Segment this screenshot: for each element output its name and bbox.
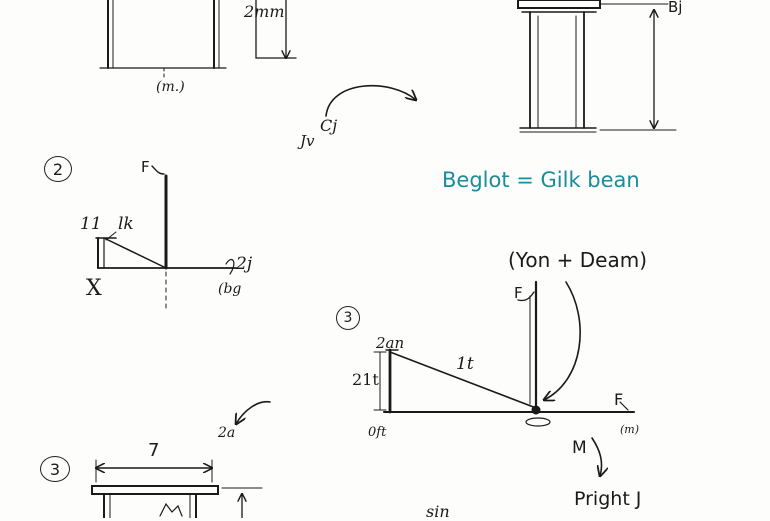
label-x: X	[86, 276, 102, 301]
label-m-paren: (m)	[620, 423, 640, 436]
pright-label: Pright J	[574, 488, 642, 510]
arrow-mid-label-2: Jv	[300, 132, 315, 150]
force-label-mid: F	[514, 284, 523, 302]
step-2-marker: 2	[44, 156, 72, 182]
step-3-marker-bottom: 3	[40, 456, 70, 482]
label-sin: sin	[426, 502, 450, 521]
label-11: 11	[80, 214, 102, 234]
moment-label: M	[572, 438, 587, 458]
top-base-label: (m.)	[156, 79, 185, 95]
top-right-column	[517, 0, 677, 133]
yon-deam-label: (Yon + Deam)	[508, 248, 647, 272]
diagram-3-mid	[373, 280, 635, 476]
step-3-number-bottom: 3	[49, 459, 61, 479]
bottom-left-column	[91, 459, 263, 518]
force-label-right: F	[614, 390, 624, 409]
label-2an: 2an	[376, 334, 405, 352]
right-top-label: Bj	[668, 0, 683, 16]
force-label-top-left: F	[141, 158, 150, 176]
arrow-mid-label: Cj	[320, 116, 338, 135]
label-0ft: 0ft	[368, 425, 387, 440]
teal-equation: Beglot = Gilk bean	[442, 168, 640, 192]
label-21t: 21t	[352, 370, 379, 389]
step-2-number: 2	[52, 159, 64, 179]
top-left-column	[99, 0, 227, 79]
label-lk: lk	[118, 214, 134, 234]
small-arrow-left	[236, 400, 271, 424]
step-3-marker-mid: 3	[336, 306, 360, 330]
top-dimension	[255, 0, 297, 58]
curved-arrow-top	[325, 84, 416, 117]
step-3-number-mid: 3	[343, 310, 353, 326]
label-2j: 2j	[236, 254, 253, 274]
top-dimension-label: 2mm	[244, 2, 285, 21]
label-1t: 1t	[456, 354, 474, 374]
label-cbg: (bg	[218, 281, 242, 297]
label-7: 7	[148, 440, 160, 461]
label-2a: 2a	[218, 425, 236, 441]
diagram-2	[95, 165, 237, 311]
